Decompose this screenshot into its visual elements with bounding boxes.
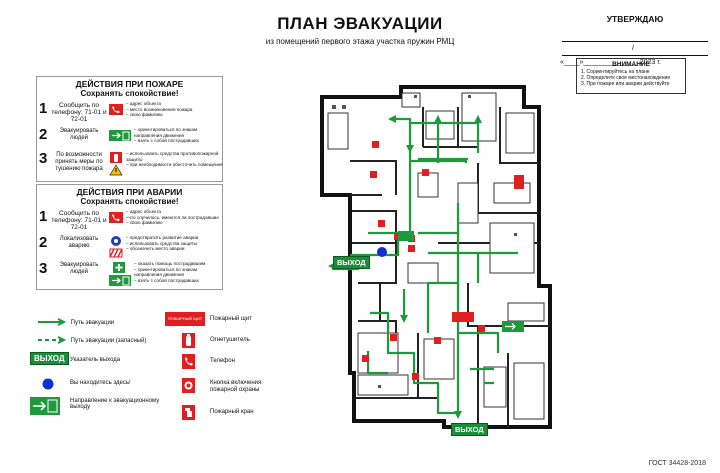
step-text: Эвакуировать людей: [59, 262, 99, 275]
legend-label: Путь эвакуации: [70, 319, 115, 326]
exit-sign-left: ВЫХОД: [333, 256, 370, 269]
fire-step-2: 2 Эвакуировать людей – ориентироваться п…: [39, 127, 224, 144]
step-desc: – адрес объекта –что случилось, имеются …: [126, 209, 219, 225]
approval-slash: /: [632, 45, 634, 52]
fire-step-1: 1 Сообщить по телефону: 71-01 и 72-01 – …: [39, 100, 224, 124]
step-text: Сообщить по телефону: 71-01 и 72-01: [51, 210, 107, 231]
approval-date: «____»______________ 2023 г.: [560, 59, 661, 66]
exit-direction-icon: [109, 128, 131, 141]
gost-label: ГОСТ 34428-2018: [648, 460, 706, 467]
legend-alarm-button: Кнопка включения пожарной охраны: [182, 378, 261, 395]
notice-title: ВНИМАНИЕ: [612, 61, 650, 68]
legend-evac-route-spare: Путь эвакуации (запасный): [37, 336, 146, 344]
step-desc: – адрес объекта – место возникновения по…: [126, 101, 193, 117]
step-desc: – ориентироваться по знакам направления …: [134, 127, 199, 143]
you-are-here-marker: [377, 247, 387, 257]
step-text: Локализовать аварию: [59, 236, 99, 249]
legend-exit-sign: ВЫХОД Указатель выхода: [30, 352, 120, 365]
approval-line-2: /: [562, 45, 708, 56]
legend-label: Указатель выхода: [70, 357, 121, 363]
accident-actions-panel: ДЕЙСТВИЯ ПРИ АВАРИИ Сохранять спокойстви…: [36, 184, 223, 290]
notice-item: 2. Определите свое местонахождение: [581, 75, 671, 81]
exit-direction-icon: [30, 397, 60, 415]
approval-title: УТВЕРЖДАЮ: [606, 14, 664, 24]
step-number: 1: [39, 208, 48, 225]
accident-panel-subtitle: Сохранять спокойствие!: [80, 197, 179, 206]
exit-sign-icon: ВЫХОД: [30, 352, 69, 365]
legend-label: Пожарный кран: [210, 409, 254, 415]
legend-direction: Направление к эвакуационному выходу: [30, 397, 159, 415]
step-number: 2: [39, 126, 48, 143]
phone-icon: [109, 102, 123, 115]
extinguisher-icon: [182, 333, 195, 348]
fire-panel-subtitle: Сохранять спокойствие!: [80, 89, 179, 98]
accident-step-3: 3 Эвакуировать людей – оказать помощь по…: [39, 261, 226, 286]
exit-sign-bottom: ВЫХОД: [451, 423, 488, 436]
floor-plan-drawing: [320, 85, 552, 429]
notice-box: ВНИМАНИЕ 1. Сориентируйтесь на плане 2. …: [576, 58, 686, 94]
fire-panel-title: ДЕЙСТВИЯ ПРИ ПОЖАРЕ: [75, 79, 184, 89]
you-are-here-icon: [42, 378, 54, 390]
legend-label: Кнопка включения пожарной охраны: [210, 380, 262, 393]
legend-fire-hydrant: Пожарный кран: [182, 405, 254, 422]
first-aid-exit-icons: [109, 262, 131, 286]
alarm-button-icon: [182, 378, 195, 393]
legend-label: Направление к эвакуационному выходу: [70, 398, 160, 410]
fire-board-icon: ПОЖАРНЫЙ ЩИТ: [165, 312, 205, 326]
floor-plan: [318, 83, 554, 433]
step-number: 2: [39, 234, 48, 251]
page-subtitle: из помещений первого этажа участка пружи…: [265, 37, 455, 46]
legend-label: Телефон: [210, 358, 235, 364]
evac-route-arrow-icon: [38, 318, 67, 326]
legend-label: Огнетушитель: [210, 337, 250, 343]
extinguisher-warning-icons: [109, 152, 123, 176]
legend-phone: Телефон: [182, 354, 235, 371]
legend-label: Вы находитесь здесь!: [70, 380, 131, 386]
legend-label: Пожарный щит: [210, 316, 252, 322]
step-desc: – предотвратить развитие аварии – исполь…: [126, 235, 199, 251]
spare-route-arrow-icon: [38, 336, 67, 344]
step-text: Сообщить по телефону: 71-01 и 72-01: [51, 102, 107, 123]
step-text: По возможности принять меры по тушению п…: [55, 152, 103, 172]
phone-icon: [109, 210, 123, 223]
accident-panel-title: ДЕЙСТВИЯ ПРИ АВАРИИ: [76, 187, 183, 197]
step-text: Эвакуировать людей: [59, 128, 99, 141]
fire-actions-panel: ДЕЙСТВИЯ ПРИ ПОЖАРЕ Сохранять спокойстви…: [36, 76, 223, 182]
approval-line-1: [562, 31, 708, 42]
legend-extinguisher: Огнетушитель: [182, 333, 250, 350]
legend-you-are-here: Вы находитесь здесь!: [42, 378, 131, 390]
protection-icons: [109, 236, 123, 258]
fire-step-3: 3 По возможности принять меры по тушению…: [39, 151, 224, 176]
step-desc: – использовать средства противопожарной …: [126, 151, 223, 167]
notice-item: 1. Сориентируйтесь на плане: [581, 69, 650, 75]
step-number: 1: [39, 100, 48, 117]
approval-block: УТВЕРЖДАЮ / «____»______________ 2023 г.: [560, 14, 710, 66]
step-number: 3: [39, 260, 48, 277]
fire-hydrant-icon: [182, 405, 195, 420]
step-number: 3: [39, 150, 48, 167]
phone-icon: [182, 354, 195, 369]
notice-item: 3. При пожаре или аварии действуйте: [581, 81, 670, 87]
accident-step-1: 1 Сообщить по телефону: 71-01 и 72-01 – …: [39, 208, 224, 232]
legend-evac-route: Путь эвакуации: [37, 318, 114, 326]
accident-step-2: 2 Локализовать аварию – предотвратить ра…: [39, 235, 224, 258]
step-desc: – оказать помощь пострадавшим – ориентир…: [134, 261, 206, 283]
fire-board-marker: [452, 312, 474, 322]
page-title: ПЛАН ЭВАКУАЦИИ: [277, 14, 443, 33]
legend-label: Путь эвакуации (запасный): [70, 337, 147, 344]
legend-fire-board: ПОЖАРНЫЙ ЩИТ Пожарный щит: [165, 312, 252, 326]
